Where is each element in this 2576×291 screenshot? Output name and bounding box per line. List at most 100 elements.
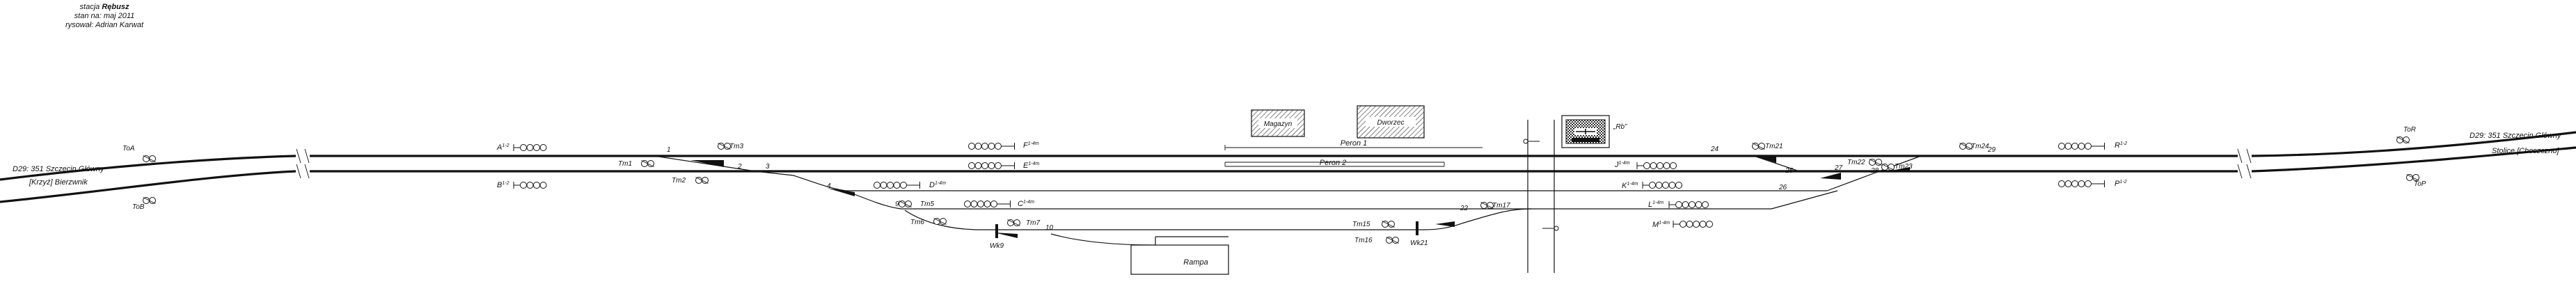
sig-glyph-p [2058,180,2105,187]
signal-tm6: Tm6 [910,219,924,226]
signal-p-label: P1-2 [2115,180,2127,188]
signal-tm24: Tm24 [1971,143,1989,150]
track-1 [0,131,2576,181]
building-magazyn: Magazyn [1251,109,1305,137]
right-line-name: D29: 351 Szczecin Główny [2470,132,2562,140]
building-dworzec: Dworzec [1357,105,1425,139]
sig-glyph-c [964,200,1011,207]
signal-lamp [874,182,880,189]
disc-tob [143,197,156,204]
signal-k-label: K1-4m [1622,182,1638,190]
derailer-wk9: Wk9 [990,242,1004,250]
disc-tm24 [1959,143,1973,150]
right-line-sub: Stolice [Choszczno] [2492,147,2560,155]
sig-glyph-m [1673,221,1713,228]
signal-lamp [1662,182,1669,189]
signal-tm3: Tm3 [729,143,743,150]
switch-1: 1 [667,146,671,154]
signal-lamp [2078,180,2085,187]
signal-e-label: E1-4m [1023,162,1039,170]
signal-tm17: Tm17 [1492,202,1510,210]
derailer-wk21: Wk21 [1410,239,1428,247]
signal-lamp [1650,162,1657,169]
signal-lamp [1675,182,1682,189]
signal-lamp [977,200,984,207]
switch-22: 22 [1460,205,1469,212]
building-rampa: Rampa [1130,244,1229,275]
signal-r-label: R1-2 [2115,141,2127,150]
disc-tm7 [1007,219,1020,226]
signal-b-label: B1-2 [497,181,509,189]
signal-tm16: Tm16 [1354,237,1373,244]
disc-tor [2396,136,2410,143]
switch-3: 3 [766,163,770,171]
signal-lamp [1657,162,1664,169]
signal-lamp [533,144,540,151]
switch-2: 2 [737,163,742,171]
disc-tm17 [1480,202,1494,209]
signal-lamp [983,200,991,207]
signal-lamp [2071,180,2078,187]
signal-lamp [1643,162,1650,169]
signal-lamp [981,162,988,169]
rampa-label: Rampa [1183,258,1208,267]
signal-lamp [887,182,894,189]
left-line-name: D29: 351 Szczecin Główny [13,165,105,173]
signal-tm1: Tm1 [618,160,632,168]
signal-lamp [2058,143,2065,150]
signal-lamp [981,143,988,150]
signal-c-label: C1-4m [1018,200,1034,208]
sig-glyph-a [513,144,547,151]
signal-lamp [2064,143,2072,150]
switch-marks [690,156,1910,238]
signal-lamp [1699,221,1707,228]
disc-tm2 [695,177,709,184]
signal-lamp [988,162,995,169]
signal-lamp [995,162,1002,169]
sig-glyph-e [968,162,1015,169]
disc-tm16 [1386,237,1399,244]
switch-26: 26 [1778,184,1787,191]
disc-top [2406,174,2419,181]
signal-glyphs [143,136,2419,244]
signal-lamp [533,182,540,189]
signal-l-label: L1-4m [1648,200,1664,209]
signal-lamp [1682,201,1689,208]
disc-tm22 [1869,159,1882,166]
signal-tm21: Tm21 [1765,143,1783,150]
side-tracks [654,155,1922,246]
disc-tm1 [641,160,654,167]
switch-numbers: 1 2 3 4 9 10 22 24 25 26 27 28 29 [667,146,1996,232]
signal-lamp [2078,143,2085,150]
signal-lamp [990,200,997,207]
signal-f-label: F1-4m [1023,141,1039,150]
header-station-line: stacja Rębusz [80,3,129,11]
switch-4: 4 [827,182,831,190]
signal-d-label: D1-4m [929,181,946,189]
derailers: Wk9 Wk21 [990,221,1428,250]
main-signal-labels: A1-2 B1-2 F1-4m E1-4m D1-4m C1-4m J1-4m … [496,141,2127,229]
top-label: ToP [2414,180,2426,188]
signal-lamp [2071,143,2078,150]
signal-tm5: Tm5 [920,200,934,208]
sig-glyph-d [874,182,920,189]
sig-glyph-k [1642,182,1682,189]
signal-lamp [1680,221,1686,228]
signal-lamp [520,182,527,189]
signal-lamp [2085,143,2092,150]
left-line-sub: [Krzyż] Bierzwnik [29,178,88,187]
signal-lamp [995,143,1002,150]
signal-lamp [968,162,975,169]
switch-10: 10 [1045,224,1054,232]
signal-lamp [1655,182,1663,189]
signal-lamp [520,144,527,151]
signal-a-label: A1-2 [496,143,509,152]
sig-glyph-b [513,182,547,189]
signal-lamp [2064,180,2072,187]
rb-label: „Rb” [1613,123,1627,131]
header-author: rysował: Adrian Karwat [65,21,144,29]
signal-lamp [970,200,978,207]
signal-lamp [968,143,975,150]
signal-lamp [539,144,547,151]
signal-tm22: Tm22 [1847,159,1865,166]
